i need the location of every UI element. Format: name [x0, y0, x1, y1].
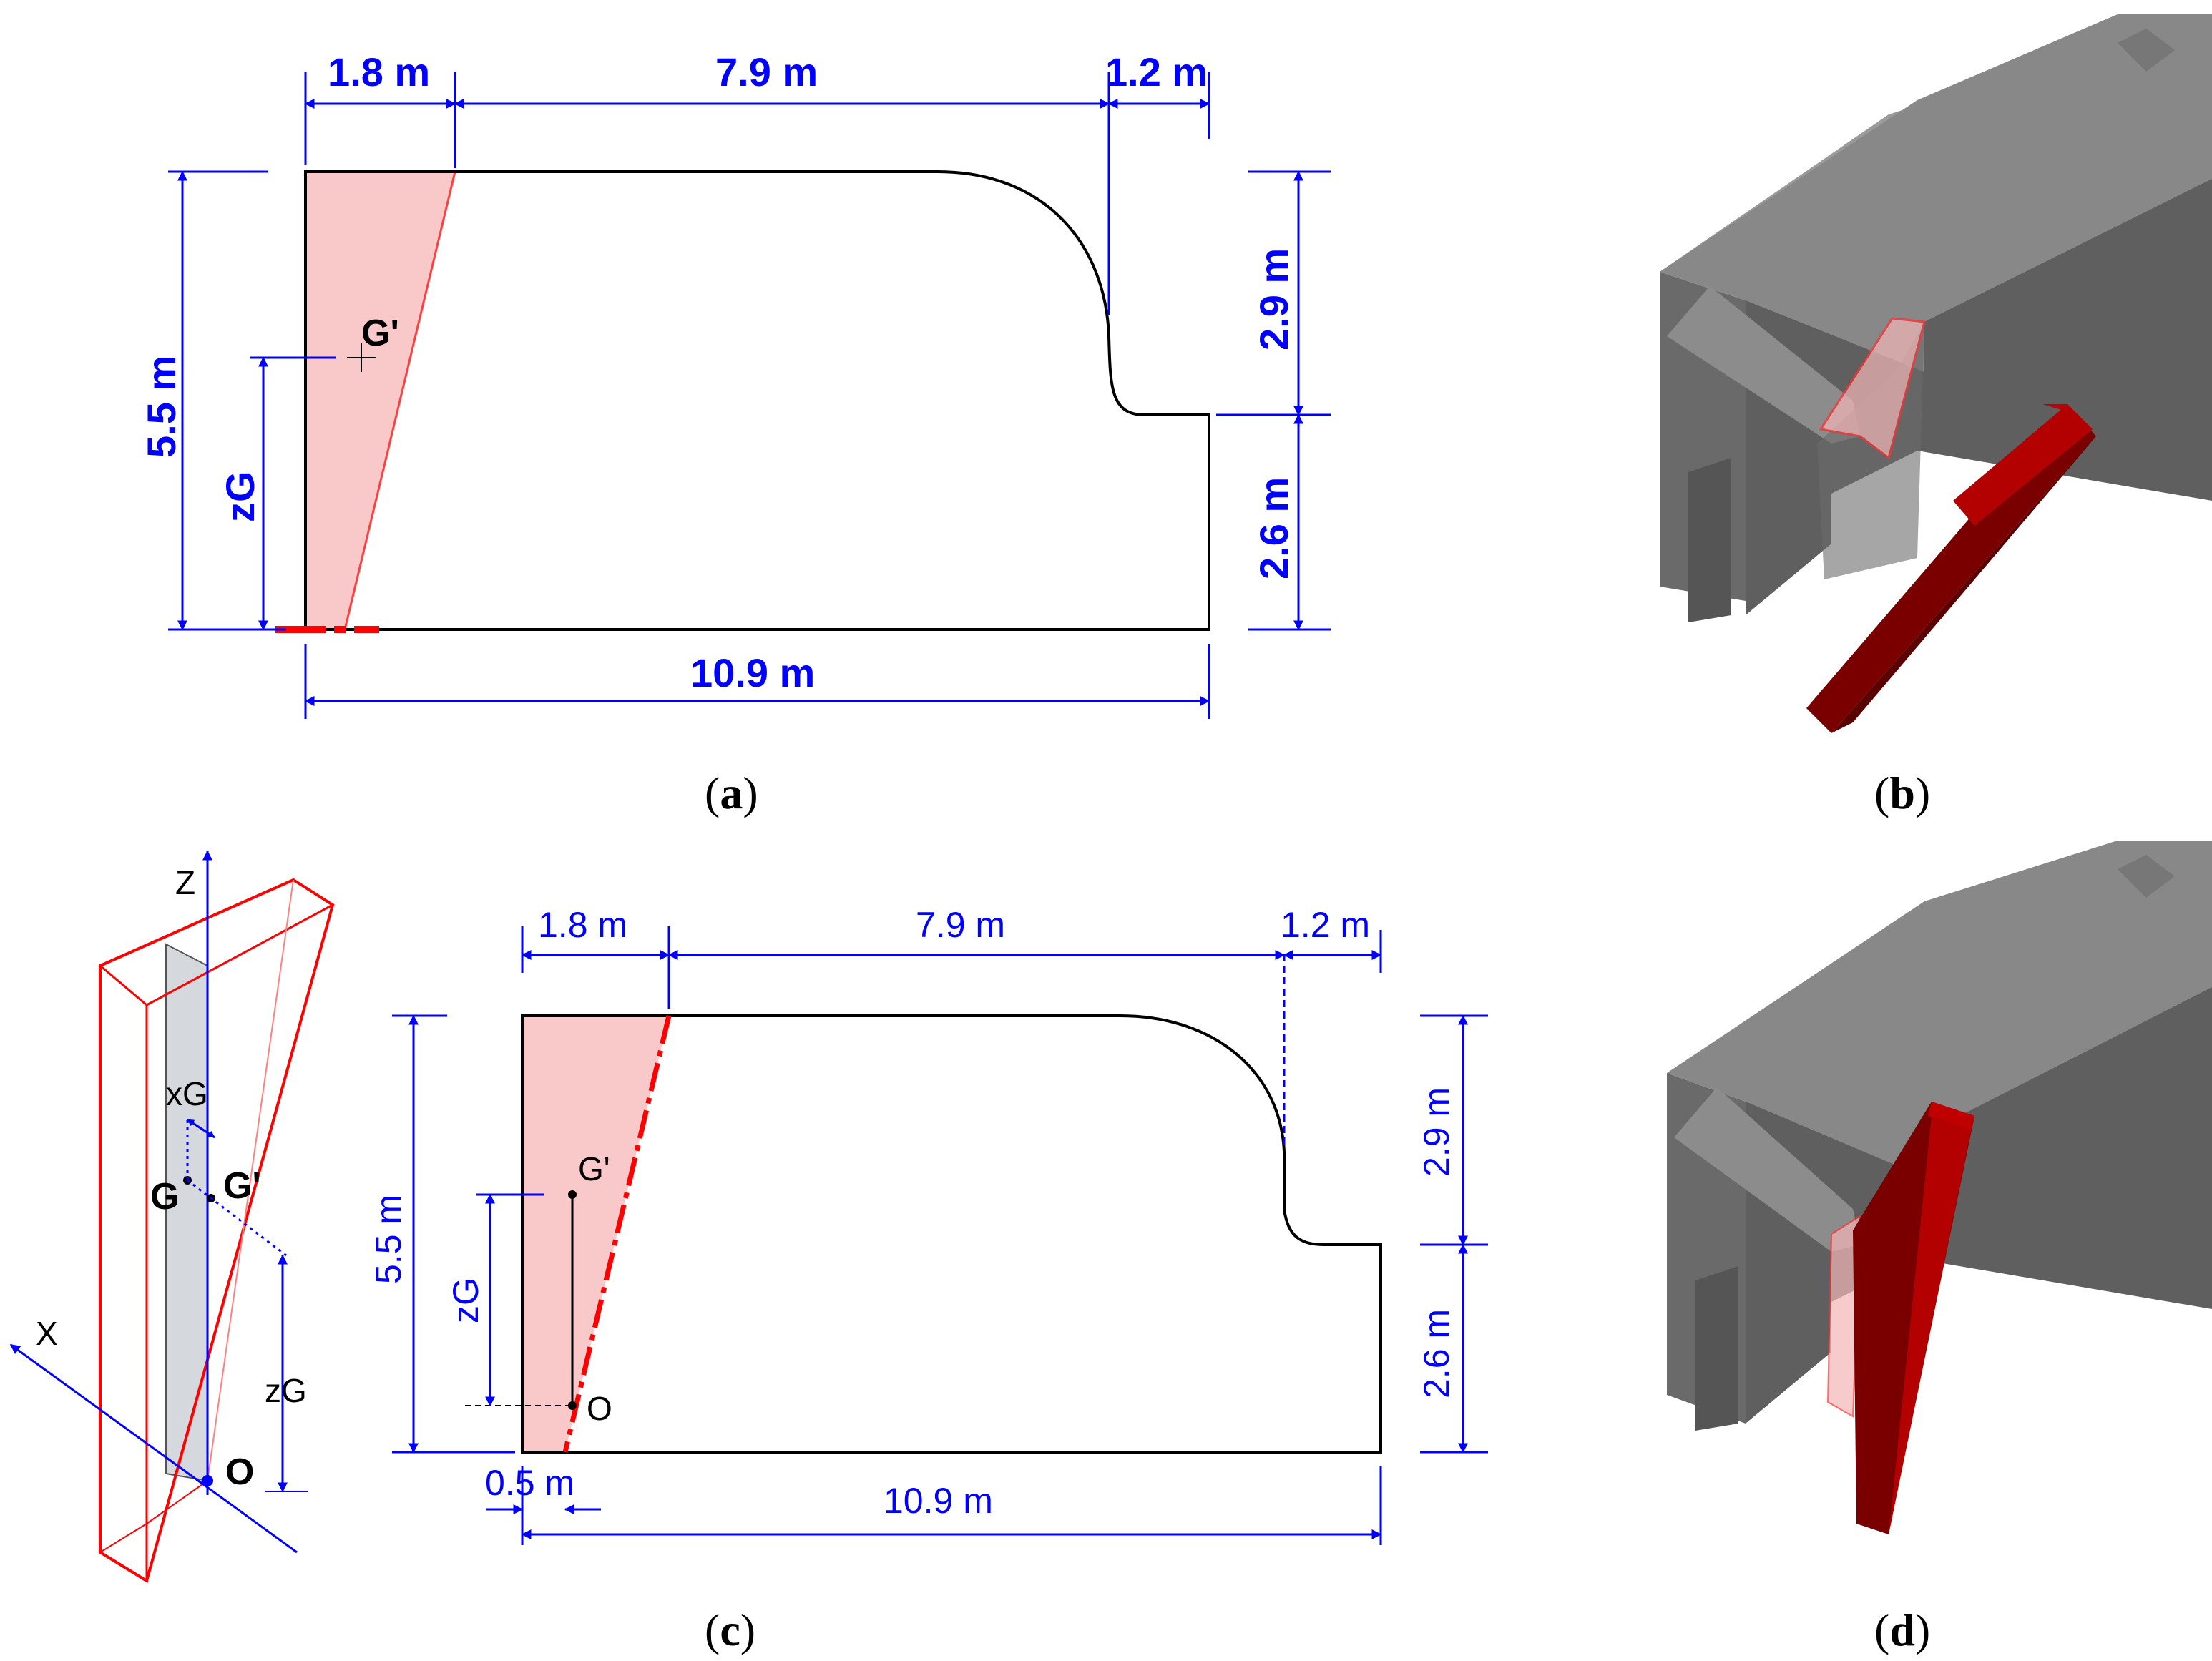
dim-c-right-lower: 2.6 m — [1416, 1309, 1457, 1398]
dimensions-a — [168, 72, 1331, 719]
red-block-b — [1806, 404, 2096, 733]
dim-c-right-upper: 2.9 m — [1416, 1087, 1457, 1177]
panel-d: (d) — [1667, 841, 2212, 1655]
dim-a-right-upper: 2.9 m — [1251, 248, 1296, 351]
dim-c-zg: zG — [446, 1278, 486, 1323]
cut-line-c — [562, 1015, 672, 1453]
caption-b: (b) — [1874, 768, 1930, 818]
wedge-outline-b — [1819, 317, 1926, 460]
iso-label-g: G — [150, 1176, 179, 1217]
iso-label-gprime: G' — [223, 1165, 261, 1207]
dim-c-top-1: 1.8 m — [538, 905, 627, 945]
dimensions-c — [392, 926, 1488, 1545]
wedge-prism — [99, 878, 335, 1584]
label-axis-x: X — [36, 1315, 58, 1352]
iso-block-d — [1667, 841, 2212, 1534]
label-centroid-c: G' — [578, 1150, 610, 1187]
centroid-marker-a — [347, 343, 376, 372]
panel-c: Z X xG G G' zG O G' O — [9, 850, 1488, 1655]
iso-label-o: O — [225, 1451, 254, 1493]
dim-a-zg: zG — [217, 471, 263, 522]
iso-block-b — [1660, 14, 2212, 733]
cross-section-a: G' — [275, 170, 1210, 633]
dim-a-top-1: 1.8 m — [328, 49, 430, 94]
dim-c-top-2: 7.9 m — [916, 905, 1005, 945]
dim-a-right-lower: 2.6 m — [1251, 477, 1296, 579]
caption-c: (c) — [705, 1604, 755, 1655]
dim-a-bottom: 10.9 m — [690, 650, 815, 695]
dim-a-left: 5.5 m — [139, 356, 184, 458]
iso-label-xg: xG — [166, 1075, 208, 1112]
dim-c-bottom: 10.9 m — [884, 1481, 993, 1521]
label-axis-z: Z — [175, 864, 195, 901]
label-origin-c: O — [587, 1390, 612, 1427]
dim-c-top-3: 1.2 m — [1281, 905, 1370, 945]
panel-b: (b) — [1660, 14, 2212, 818]
dim-a-top-3: 1.2 m — [1105, 49, 1208, 94]
caption-d: (d) — [1874, 1604, 1930, 1655]
dim-c-left: 5.5 m — [368, 1195, 408, 1284]
label-centroid-a: G' — [361, 313, 399, 354]
section-outline-c — [521, 1014, 1382, 1454]
caption-a: (a) — [705, 768, 758, 818]
dim-c-offset: 0.5 m — [485, 1463, 574, 1503]
panel-a: G' 1.8 m 7.9 m 1.2 m 5. — [139, 49, 1331, 818]
section-outline-a — [304, 170, 1210, 631]
wedge-a — [304, 170, 456, 631]
cross-section-c — [465, 1014, 1382, 1454]
iso-label-zg: zG — [265, 1372, 307, 1409]
dim-a-top-2: 7.9 m — [715, 49, 818, 94]
iso-wedge-sketch — [9, 850, 335, 1584]
wedge-c — [522, 1016, 669, 1452]
axis-x-line — [9, 1343, 298, 1554]
